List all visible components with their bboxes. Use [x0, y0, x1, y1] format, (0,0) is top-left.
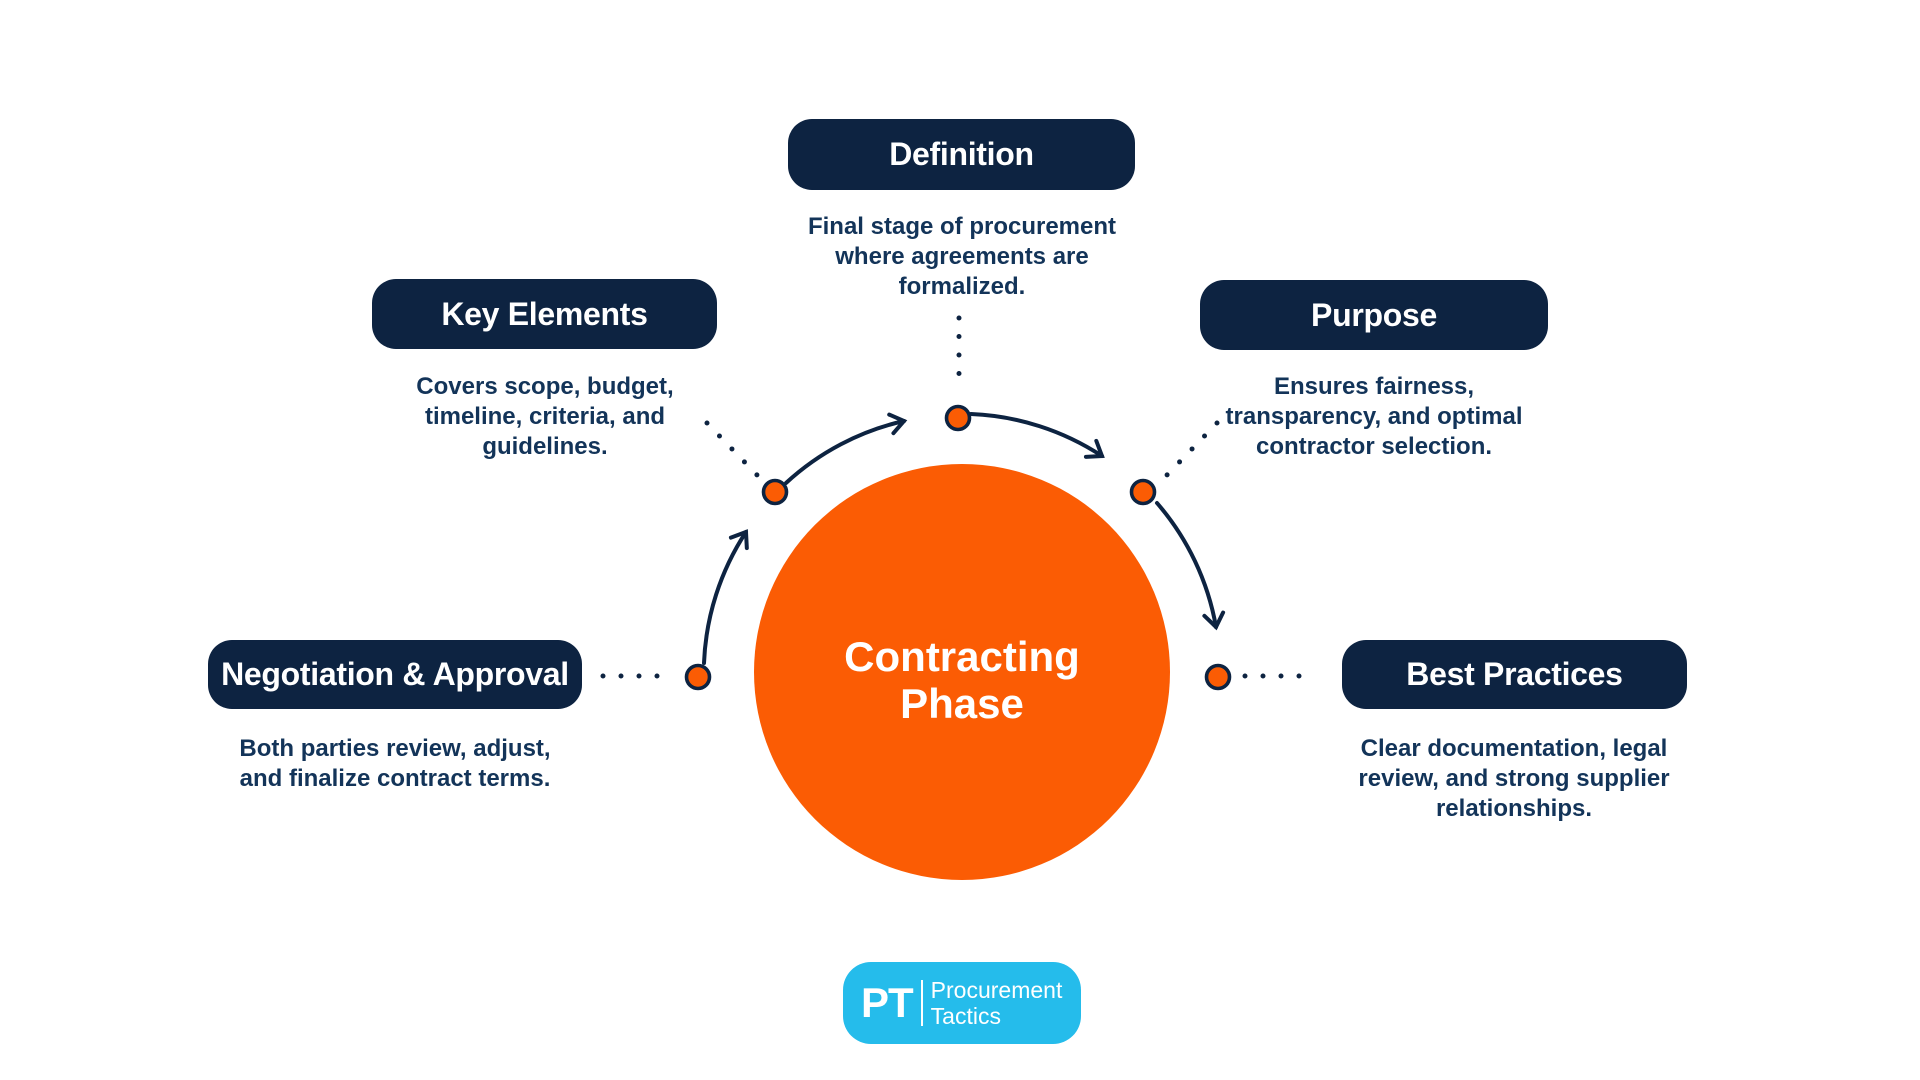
best-practices-desc-line2: review, and strong supplier: [1358, 765, 1670, 792]
logo-divider: [920, 980, 923, 1026]
best-practices-desc-line1: Clear documentation, legal: [1360, 735, 1668, 762]
best-practices-desc-line3: relationships.: [1435, 795, 1593, 822]
center-circle: Contracting Phase: [754, 464, 1170, 880]
purpose-desc-line3: contractor selection.: [1255, 433, 1493, 460]
definition-title: Definition: [889, 136, 1034, 172]
key-elements-description: Covers scope, budget, timeline, criteria…: [345, 372, 745, 462]
procurement-tactics-logo: PT Procurement Tactics: [843, 962, 1081, 1044]
definition-title-pill: Definition: [788, 119, 1135, 190]
center-title: Contracting Phase: [844, 617, 1080, 727]
key-elements-title: Key Elements: [441, 295, 648, 332]
center-title-line1: Contracting: [844, 633, 1080, 680]
purpose-title: Purpose: [1311, 296, 1437, 333]
logo-monogram: PT: [861, 979, 914, 1026]
node-dot-best-practices: [1204, 663, 1232, 691]
purpose-description: Ensures fairness, transparency, and opti…: [1174, 372, 1574, 462]
arc-arrow-lower-left: [702, 529, 749, 665]
best-practices-title: Best Practices: [1406, 656, 1623, 692]
negotiation-approval-title: Negotiation & Approval: [221, 656, 569, 692]
definition-desc-line2: where agreements are: [835, 243, 1089, 270]
logo-name-line2: Tactics: [930, 1003, 1001, 1029]
arc-arrow-upper-right: [969, 412, 1105, 459]
purpose-desc-line2: transparency, and optimal: [1225, 403, 1523, 430]
center-title-line2: Phase: [900, 680, 1024, 727]
arc-arrow-lower-right: [1155, 501, 1226, 631]
key-elements-desc-line2: timeline, criteria, and: [424, 403, 666, 430]
key-elements-title-pill: Key Elements: [372, 279, 717, 349]
logo-name-line1: Procurement: [930, 977, 1063, 1003]
node-dot-negotiation: [684, 663, 712, 691]
best-practices-title-pill: Best Practices: [1342, 640, 1687, 709]
purpose-title-pill: Purpose: [1200, 280, 1548, 350]
definition-description: Final stage of procurement where agreeme…: [762, 212, 1162, 302]
node-dot-key-elements: [761, 478, 789, 506]
best-practices-description: Clear documentation, legal review, and s…: [1314, 734, 1714, 824]
node-dot-definition: [944, 404, 972, 432]
definition-desc-line3: formalized.: [898, 273, 1026, 300]
negotiation-desc-line2: and finalize contract terms.: [239, 765, 551, 792]
logo-name: Procurement Tactics: [931, 977, 1063, 1029]
node-dot-purpose: [1129, 478, 1157, 506]
negotiation-approval-description: Both parties review, adjust, and finaliz…: [195, 734, 595, 794]
dotted-line-key-elements: [704, 420, 760, 478]
key-elements-desc-line1: Covers scope, budget,: [416, 373, 674, 400]
negotiation-desc-line1: Both parties review, adjust,: [239, 735, 551, 762]
dotted-line-purpose: [1164, 420, 1220, 478]
arc-arrow-upper-left: [784, 412, 908, 485]
definition-desc-line1: Final stage of procurement: [807, 213, 1117, 240]
key-elements-desc-line3: guidelines.: [482, 433, 608, 460]
purpose-desc-line1: Ensures fairness,: [1273, 373, 1475, 400]
negotiation-approval-title-pill: Negotiation & Approval: [208, 640, 582, 709]
